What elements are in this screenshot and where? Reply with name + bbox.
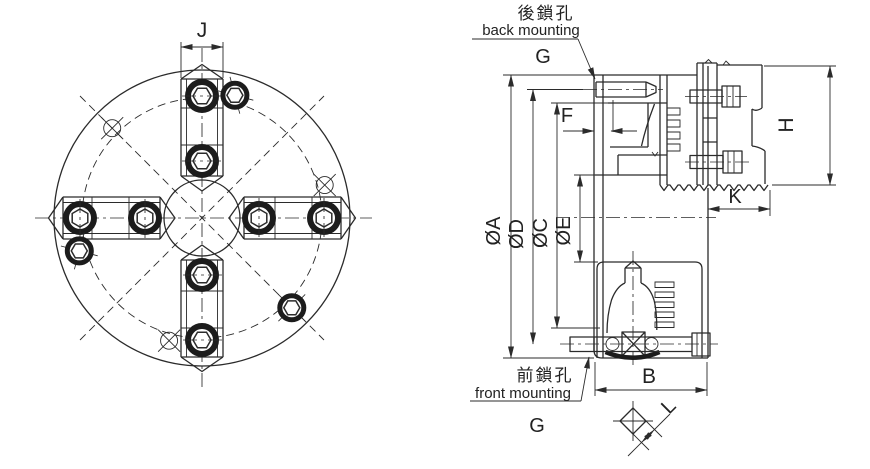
dimension-b: B [594,362,708,396]
dim-label-dia-e: ØE [553,217,575,246]
wedge-detail [595,100,681,176]
dimension-f: F [561,105,637,134]
dimension-j: J [180,19,224,78]
callout-back-mounting-cjk: 後鎖孔 [518,4,575,23]
thread-label-g-bottom: G [529,415,545,437]
dimension-h: H [764,65,836,186]
callout-front-mounting-en: front mounting [475,385,571,402]
dim-label-k: K [728,186,742,208]
dim-label-f: F [561,105,573,127]
dim-label-b: B [642,365,656,388]
thread-label-g-top: G [535,46,551,68]
dim-label-j: J [197,19,208,42]
dimension-l-square-drive: L [613,395,680,457]
front-view: J [35,19,372,390]
front-mounting-callout: 前鎖孔 front mounting G [470,356,590,437]
dim-label-dia-a: ØA [483,216,505,246]
mounting-screw-45 [278,294,305,321]
dim-label-dia-d: ØD [506,219,528,249]
dim-label-l: L [657,395,680,418]
front-mounting-screw [560,332,718,357]
back-mounting-callout: 後鎖孔 back mounting G [472,4,596,80]
back-mounting-screw [583,81,663,98]
diameter-dimensions: ØA ØD ØC ØE [483,74,608,359]
dim-label-h: H [775,117,798,132]
pinion-assembly [596,251,703,365]
section-view: ØA ØD ØC ØE F H K [470,4,836,457]
mounting-hole-225 [100,116,124,140]
mounting-screw-285 [216,76,254,114]
dim-label-dia-c: ØC [530,218,552,248]
dimension-k: K [707,186,771,216]
mounting-screw-165 [60,232,98,270]
callout-back-mounting-en: back mounting [482,22,580,39]
callout-front-mounting-cjk: 前鎖孔 [517,366,574,385]
guideway-serrations [659,184,769,192]
jaw-assembly-section [659,58,769,192]
